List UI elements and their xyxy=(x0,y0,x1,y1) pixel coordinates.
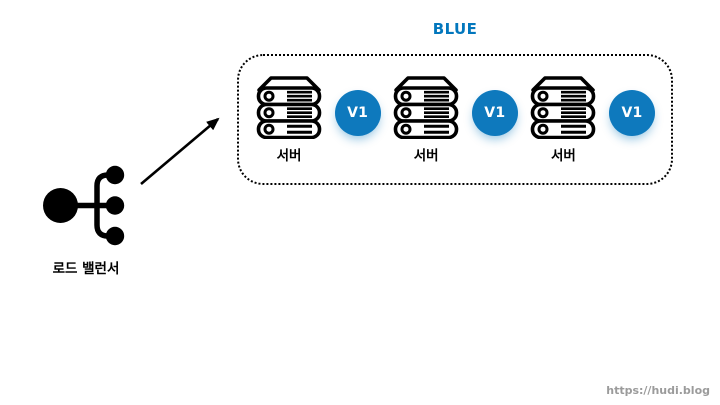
server-icon xyxy=(256,76,322,139)
version-badge: V1 xyxy=(471,89,518,136)
arrow-icon xyxy=(140,117,220,185)
version-badge: V1 xyxy=(334,89,381,136)
server-icon xyxy=(531,76,596,139)
load-balancer-icon xyxy=(43,165,125,246)
server-label: 서버 xyxy=(550,148,576,164)
group-title: BLUE xyxy=(432,20,478,38)
server-node: 서버 xyxy=(529,75,597,164)
server-label: 서버 xyxy=(276,148,302,164)
server-icon xyxy=(393,76,459,139)
watermark-url: https://hudi.blog xyxy=(606,384,710,397)
server-label: 서버 xyxy=(413,148,439,164)
server-node: 서버 xyxy=(392,75,460,164)
version-badge: V1 xyxy=(608,89,655,136)
load-balancer-label: 로드 밸런서 xyxy=(52,261,120,277)
server-node: 서버 xyxy=(255,75,323,164)
blue-group-box: 서버 V1 서버 V1 xyxy=(237,54,673,185)
